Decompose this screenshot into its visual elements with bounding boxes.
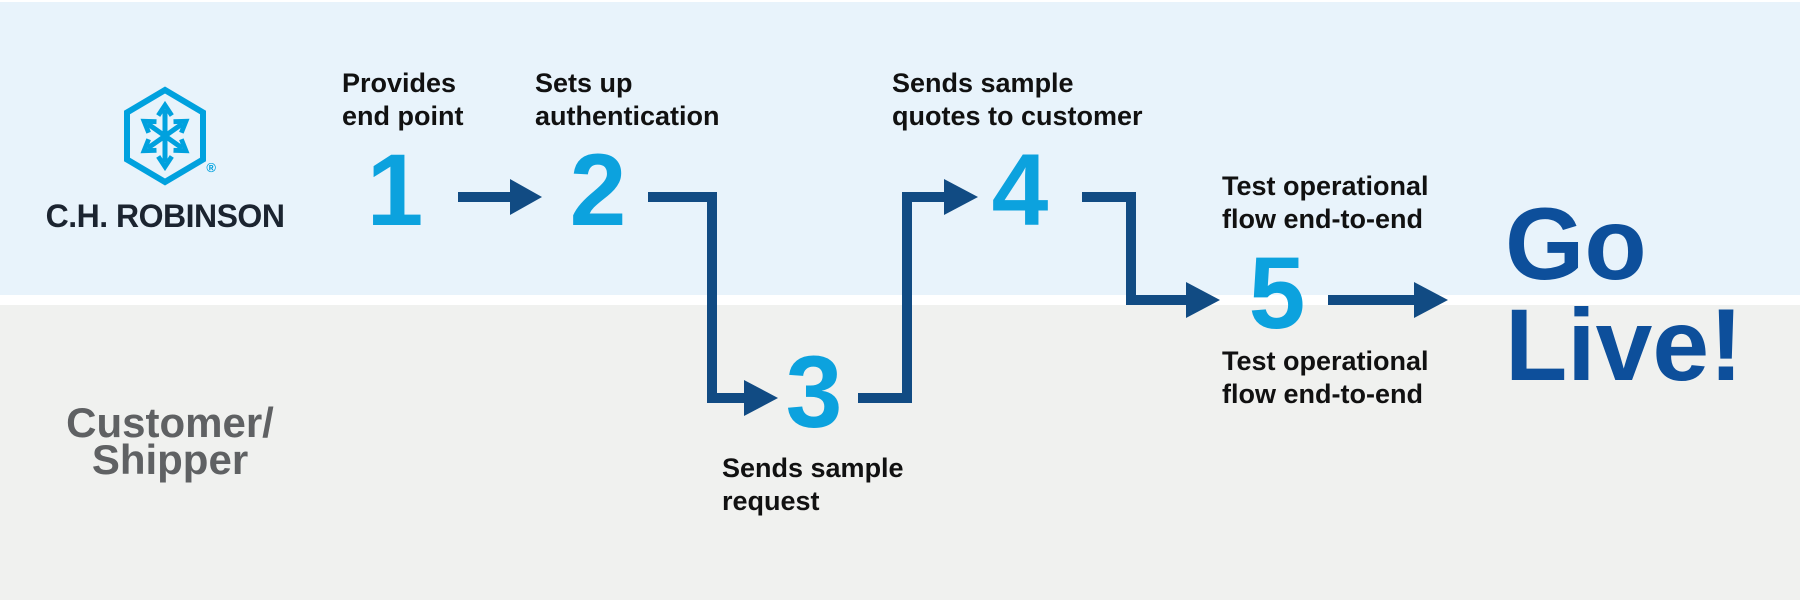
customer-shipper-line2: Shipper: [91, 436, 249, 483]
step5-label-below-line1: Test operational: [1222, 346, 1429, 376]
arrow-step2-to-step3: [648, 192, 778, 416]
registered-trademark-symbol: ®: [206, 160, 216, 175]
step2-label: Sets up authentication: [535, 67, 720, 133]
step4-number: 4: [991, 133, 1049, 247]
chrobinson-hexagon-logo-icon: [124, 86, 206, 186]
step1-label-line2: end point: [342, 101, 464, 131]
step3-label-line2: request: [722, 486, 820, 516]
arrow-step1-to-step2: [458, 179, 542, 215]
brand-name: C.H. ROBINSON: [45, 198, 285, 234]
step2-number: 2: [569, 133, 627, 247]
step5-number: 5: [1248, 236, 1306, 350]
step5-label-below: Test operational flow end-to-end: [1222, 345, 1429, 411]
lane-chrobinson-band: [0, 2, 1800, 295]
step1-number: 1: [366, 133, 424, 247]
step5-label-above: Test operational flow end-to-end: [1222, 170, 1429, 236]
step3-number: 3: [785, 335, 843, 449]
arrow-step5-to-golive: [1328, 282, 1448, 318]
step5-label-above-line2: flow end-to-end: [1222, 204, 1423, 234]
go-live-line1: Go: [1505, 187, 1647, 301]
step2-label-line1: Sets up: [535, 68, 633, 98]
go-live-text: Go Live!: [1505, 187, 1744, 402]
step1-label: Provides end point: [342, 67, 463, 133]
arrow-step3-to-step4: [858, 179, 978, 403]
go-live-line2: Live!: [1505, 288, 1744, 402]
customer-shipper-lane-label: Customer/ Shipper: [20, 399, 320, 483]
step5-label-above-line1: Test operational: [1222, 171, 1429, 201]
lane-divider: [0, 295, 1800, 305]
step4-label-line2: quotes to customer: [892, 101, 1143, 131]
lane-customer-band: [0, 305, 1800, 600]
step4-label-line1: Sends sample: [892, 68, 1074, 98]
step3-label: Sends sample request: [722, 452, 904, 518]
customer-shipper-line1: Customer/: [66, 399, 274, 446]
step4-label: Sends sample quotes to customer: [892, 67, 1143, 133]
chrobinson-logo: ®: [122, 86, 216, 186]
step3-label-line1: Sends sample: [722, 453, 904, 483]
step2-label-line2: authentication: [535, 101, 720, 131]
step5-label-below-line2: flow end-to-end: [1222, 379, 1423, 409]
arrow-step4-to-step5: [1082, 192, 1220, 318]
step1-label-line1: Provides: [342, 68, 457, 98]
